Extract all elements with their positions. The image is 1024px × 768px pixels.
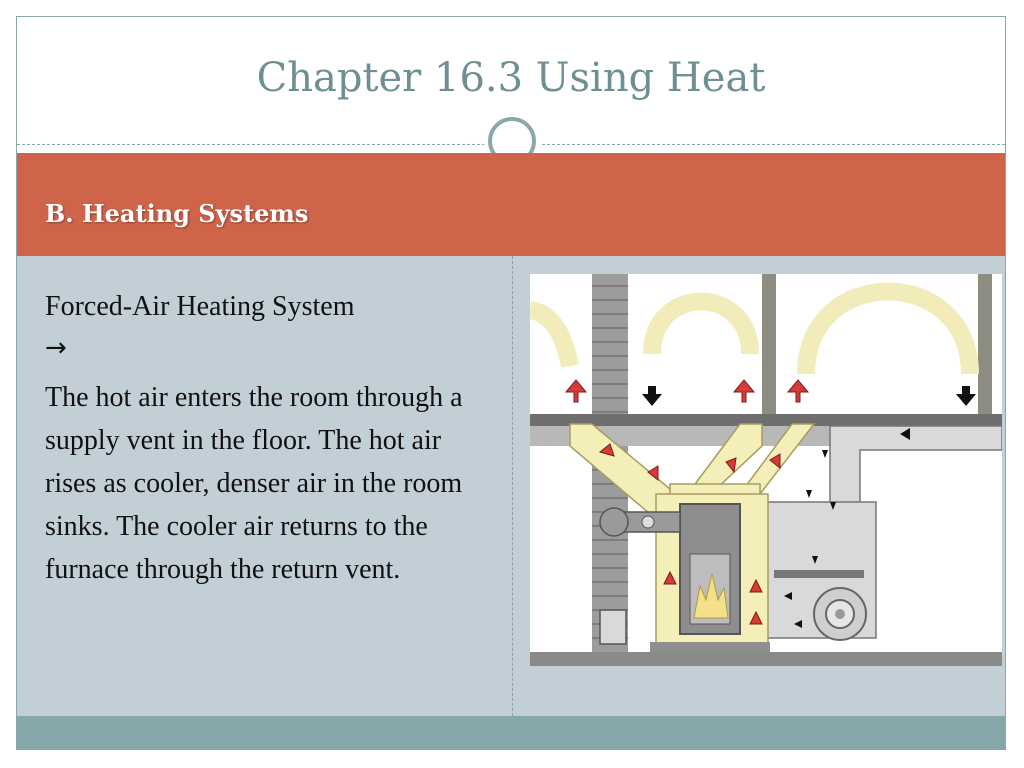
heating-diagram-svg — [530, 274, 1002, 666]
hot-air-arrow-icon — [725, 457, 737, 474]
section-header: B. Heating Systems — [45, 199, 309, 228]
blower-fan — [813, 587, 867, 641]
hot-air-arrow-icon — [663, 570, 677, 585]
content-heading: Forced-Air Heating System — [45, 291, 355, 322]
slide-title: Chapter 16.3 Using Heat — [256, 55, 766, 101]
cool-air-arrow-icon — [956, 386, 976, 406]
flame-icon — [693, 573, 729, 619]
hot-air-arrow-icon — [598, 443, 615, 457]
hot-air-arrows — [564, 379, 810, 625]
cool-air-arrow-icon — [794, 620, 802, 628]
cool-air-arrow-icon — [822, 450, 828, 458]
slide: Chapter 16.3 Using Heat B. Heating Syste… — [16, 16, 1006, 750]
hot-air-arrow-icon — [749, 610, 763, 625]
cleanout-door — [599, 609, 627, 645]
air-filter — [774, 570, 864, 578]
wall-stud — [978, 274, 992, 416]
column-divider — [512, 256, 513, 716]
cool-air-arrow-icon — [812, 556, 818, 564]
arrow-icon: → — [45, 333, 67, 363]
wall-stud — [762, 274, 776, 416]
cool-air-arrow-icon — [784, 592, 792, 600]
cool-air-arrow-icon — [830, 502, 836, 510]
hot-air-arrow-icon — [732, 379, 756, 403]
furnace — [650, 503, 770, 652]
hot-air-arrow-icon — [749, 578, 763, 593]
text-column: Forced-Air Heating System → The hot air … — [45, 285, 493, 591]
hot-air-arrow-icon — [786, 379, 810, 403]
air-circulation-arcs — [530, 282, 979, 375]
hot-air-arrow-icon — [647, 465, 659, 482]
content-body: The hot air enters the room through a su… — [45, 382, 463, 585]
flue-pipe — [599, 507, 681, 537]
cool-air-arrow-icon — [900, 428, 910, 440]
hot-air-arrow-icon — [564, 379, 588, 403]
footer-band — [17, 716, 1005, 749]
basement-floor — [530, 652, 1002, 666]
section-header-band — [17, 153, 1005, 256]
cool-air-arrows — [642, 386, 976, 628]
cool-air-arrow-icon — [642, 386, 662, 406]
forced-air-heating-diagram — [530, 274, 1002, 666]
cool-air-arrow-icon — [806, 490, 812, 498]
floor — [530, 414, 1002, 426]
hot-air-arrow-icon — [769, 453, 781, 470]
